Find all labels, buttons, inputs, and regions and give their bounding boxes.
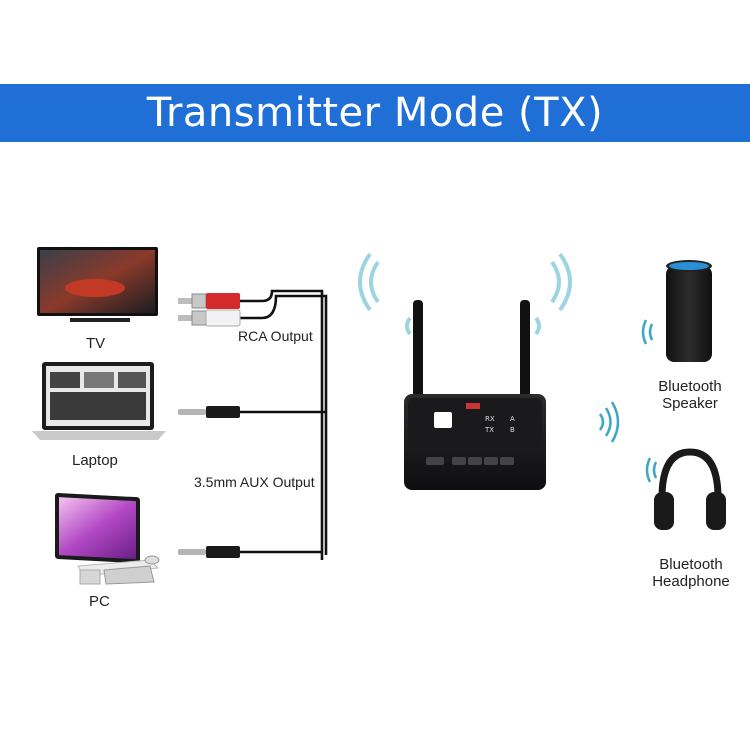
rca-output-label: RCA Output (238, 328, 313, 344)
aux-output-label: 3.5mm AUX Output (194, 474, 315, 490)
page-title: Transmitter Mode (TX) (146, 90, 604, 136)
desktop-pc-icon (55, 493, 160, 585)
headphones-icon (654, 448, 726, 530)
speaker-label: Bluetooth Speaker (650, 378, 730, 412)
cable-wires (238, 289, 328, 560)
headphone-label-line1: Bluetooth (659, 556, 723, 573)
laptop-icon (32, 362, 166, 440)
rca-plug-red (178, 293, 240, 309)
b-indicator: B (510, 426, 515, 434)
bluetooth-wave-icon (598, 319, 658, 483)
title-banner: Transmitter Mode (TX) (0, 84, 750, 142)
tv-label: TV (86, 335, 106, 352)
tv-icon (37, 247, 158, 322)
headphone-label-line2: Headphone (652, 573, 730, 590)
speaker-label-line1: Bluetooth (658, 378, 722, 395)
signal-waves-icon (358, 252, 572, 336)
smart-speaker-icon (666, 260, 712, 362)
a-indicator: A (510, 415, 515, 423)
aux-plug-laptop (178, 406, 240, 418)
headphone-label: Bluetooth Headphone (644, 556, 738, 590)
bluetooth-transmitter-device: RX TX A B (404, 300, 546, 490)
speaker-label-line2: Speaker (662, 395, 718, 412)
pc-label: PC (89, 593, 110, 610)
laptop-label: Laptop (72, 452, 118, 469)
tx-indicator: TX (484, 426, 494, 434)
rx-indicator: RX (485, 415, 495, 423)
rca-plug-white (178, 309, 241, 327)
aux-plug-pc (178, 546, 240, 558)
